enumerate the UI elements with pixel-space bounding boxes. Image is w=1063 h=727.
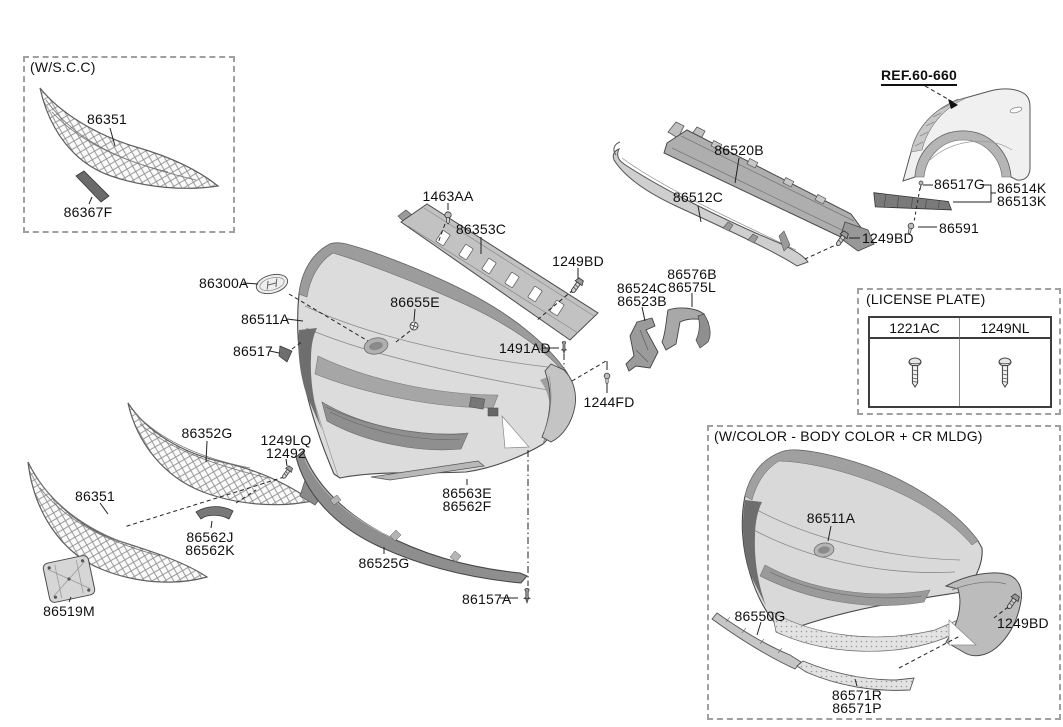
screw-icon-1221ac <box>908 357 921 387</box>
part-label-1249bd-bottom: 1249BD <box>997 615 1049 631</box>
front-lip-spoiler-drawing <box>295 450 528 584</box>
body-color-box-title: (W/COLOR - BODY COLOR + CR MLDG) <box>714 428 983 444</box>
fog-lamp-bracket-drawing <box>661 307 711 351</box>
part-label-86519m: 86519M <box>43 603 95 619</box>
part-label-86351-lower: 86351 <box>75 488 115 504</box>
part-label-86351-scc: 86351 <box>87 111 127 127</box>
skid-strip-86571-drawing <box>796 660 915 691</box>
license-plate-box-title: (LICENSE PLATE) <box>866 291 986 307</box>
part-label-86511a-bodycolor: 86511A <box>806 510 856 526</box>
lp-cell-screw-1249nl <box>960 339 1050 406</box>
part-label-86513k: 86513K <box>997 193 1047 209</box>
part-label-1249lq: 1249LQ <box>260 432 312 448</box>
license-plate-hardware-table: 1221AC 1249NL <box>868 316 1052 408</box>
grille-trim-86562-drawing <box>195 506 234 520</box>
part-label-86571r: 86571R <box>831 687 883 703</box>
radiator-grille-upper-support-drawing <box>397 203 599 341</box>
part-label-86517: 86517 <box>233 343 273 359</box>
part-label-86523b: 86523B <box>617 293 667 309</box>
side-mounting-bracket-drawing <box>625 317 659 372</box>
part-label-86571p: 86571P <box>832 700 882 716</box>
part-label-86562k: 86562K <box>185 542 235 558</box>
lp-cell-screw-1221ac <box>870 339 960 406</box>
wscc-option-box <box>23 56 235 233</box>
part-label-86525g: 86525G <box>358 555 410 571</box>
part-label-1463aa: 1463AA <box>422 188 474 204</box>
ref-60-660-link: REF.60-660 <box>881 68 957 86</box>
part-label-86576b: 86576B <box>667 266 717 282</box>
grille-trim-86367f <box>75 170 110 203</box>
part-label-86563e: 86563E <box>442 485 492 501</box>
part-label-1244fd: 1244FD <box>583 394 635 410</box>
part-label-86353c: 86353C <box>455 221 507 237</box>
part-label-86157a: 86157A <box>462 591 512 607</box>
part-label-86524c: 86524C <box>616 280 668 296</box>
wscc-grille-drawing <box>39 87 220 203</box>
part-label-86512c: 86512C <box>672 189 724 205</box>
part-label-86575l: 86575L <box>668 279 716 295</box>
part-label-86562f: 86562F <box>442 498 492 514</box>
part-label-86550g: 86550G <box>734 608 786 624</box>
part-label-86591: 86591 <box>939 220 979 236</box>
part-label-1249bd-center: 1249BD <box>552 253 604 269</box>
pushpin-icon-86157a <box>523 588 531 604</box>
license-plate-bracket-drawing <box>42 555 96 603</box>
part-label-86352g: 86352G <box>181 425 233 441</box>
part-label-86655e: 86655E <box>390 294 440 310</box>
part-label-86520b: 86520B <box>714 142 764 158</box>
part-label-86367f: 86367F <box>63 204 113 220</box>
part-label-1249bd-top: 1249BD <box>862 230 914 246</box>
wscc-box-title: (W/S.C.C) <box>30 59 96 75</box>
clip-icon-86655e <box>409 321 419 331</box>
license-plate-option-box <box>857 288 1061 415</box>
part-label-86300a: 86300A <box>199 275 249 291</box>
leader-lines <box>68 85 1009 687</box>
part-label-1491ad: 1491AD <box>499 340 551 356</box>
bumper-side-corner-drawing <box>541 363 576 443</box>
pin-icon-1491ad <box>561 341 567 355</box>
ref-arrowhead-icon <box>948 99 958 109</box>
part-label-86514k: 86514K <box>997 180 1047 196</box>
lp-column-1249nl: 1249NL <box>960 318 1050 339</box>
part-label-86517g: 86517G <box>934 176 986 192</box>
screw-icon-1249nl <box>998 357 1012 387</box>
bumper-energy-absorber-drawing <box>663 121 875 252</box>
part-label-86562j: 86562J <box>186 529 234 545</box>
screw-icon-1244fd <box>603 372 611 385</box>
hyundai-emblem-icon <box>255 273 289 295</box>
emblem-base-bracket-drawing <box>278 345 293 363</box>
part-label-86511a: 86511A <box>241 311 290 327</box>
part-label-12492: 12492 <box>266 445 306 461</box>
lower-grille-86351-drawing <box>27 461 209 583</box>
bumper-moulding-strip-drawing <box>370 460 485 481</box>
bumper-lower-rail-drawing <box>612 141 809 267</box>
clip-icon-86517g <box>918 180 924 191</box>
lp-column-1221ac: 1221AC <box>870 318 960 339</box>
body-color-bumper-cover-drawing <box>741 449 983 652</box>
fender-bracket-drawing <box>873 192 953 211</box>
body-color-option-box <box>707 425 1061 720</box>
fender-drawing <box>902 88 1031 182</box>
